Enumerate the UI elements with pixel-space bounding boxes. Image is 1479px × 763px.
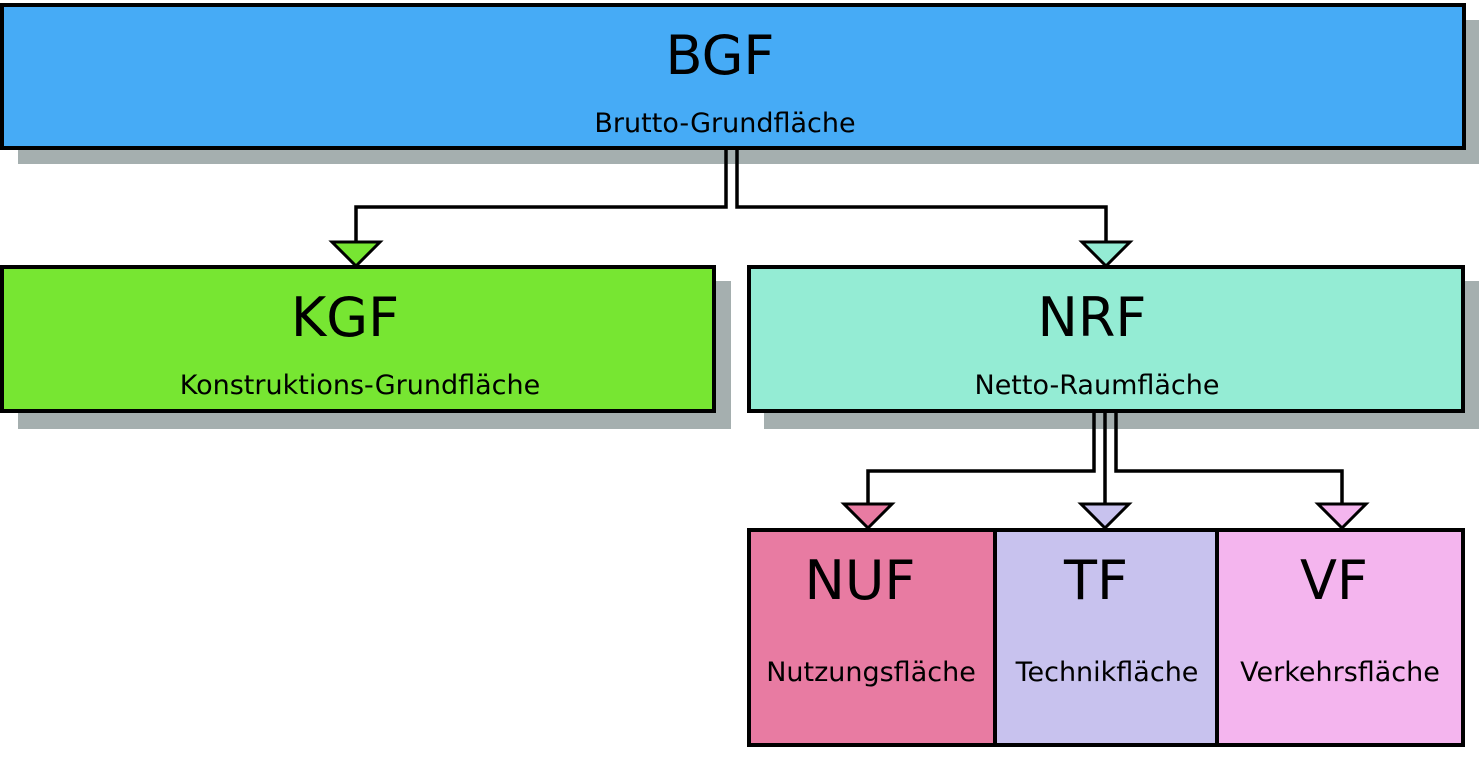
- node-nuf: NUF Nutzungsfläche: [747, 528, 997, 747]
- arrowhead-vf: [1314, 502, 1370, 531]
- tf-full: Technikfläche: [1015, 657, 1199, 688]
- nuf-full: Nutzungsfläche: [766, 657, 976, 688]
- node-nrf: NRF Netto-Raumfläche: [747, 265, 1465, 413]
- tf-abbr: TF: [1063, 549, 1128, 612]
- node-vf: VF Verkehrsfläche: [1215, 528, 1465, 747]
- nrf-box: [747, 265, 1465, 413]
- arrowhead-kgf: [328, 240, 384, 269]
- connector-nrf-nuf: [866, 411, 1096, 503]
- arrowhead-nuf: [840, 502, 896, 531]
- kgf-abbr: KGF: [291, 286, 399, 349]
- nuf-abbr: NUF: [805, 549, 916, 612]
- vf-abbr: VF: [1300, 549, 1368, 612]
- vf-full: Verkehrsfläche: [1240, 657, 1440, 688]
- node-tf: TF Technikfläche: [993, 528, 1219, 747]
- bgf-box: [0, 3, 1466, 150]
- nrf-abbr: NRF: [1038, 286, 1147, 349]
- arrowheads: [328, 240, 1370, 531]
- node-bgf: BGF Brutto-Grundfläche: [0, 3, 1466, 150]
- connector-bgf-kgf: [354, 147, 728, 242]
- node-kgf: KGF Konstruktions-Grundfläche: [0, 265, 716, 413]
- vf-box: [1215, 528, 1465, 747]
- connectors: [354, 147, 1344, 503]
- connector-bgf-nrf: [735, 147, 1108, 242]
- arrowhead-tf: [1077, 502, 1133, 531]
- connector-nrf-vf: [1114, 411, 1344, 503]
- arrowhead-nrf: [1078, 240, 1134, 269]
- nrf-full: Netto-Raumfläche: [975, 370, 1220, 401]
- kgf-full: Konstruktions-Grundfläche: [180, 370, 541, 401]
- bgf-abbr: BGF: [665, 24, 774, 87]
- bgf-full: Brutto-Grundfläche: [594, 108, 855, 139]
- nuf-box: [747, 528, 997, 747]
- kgf-box: [0, 265, 716, 413]
